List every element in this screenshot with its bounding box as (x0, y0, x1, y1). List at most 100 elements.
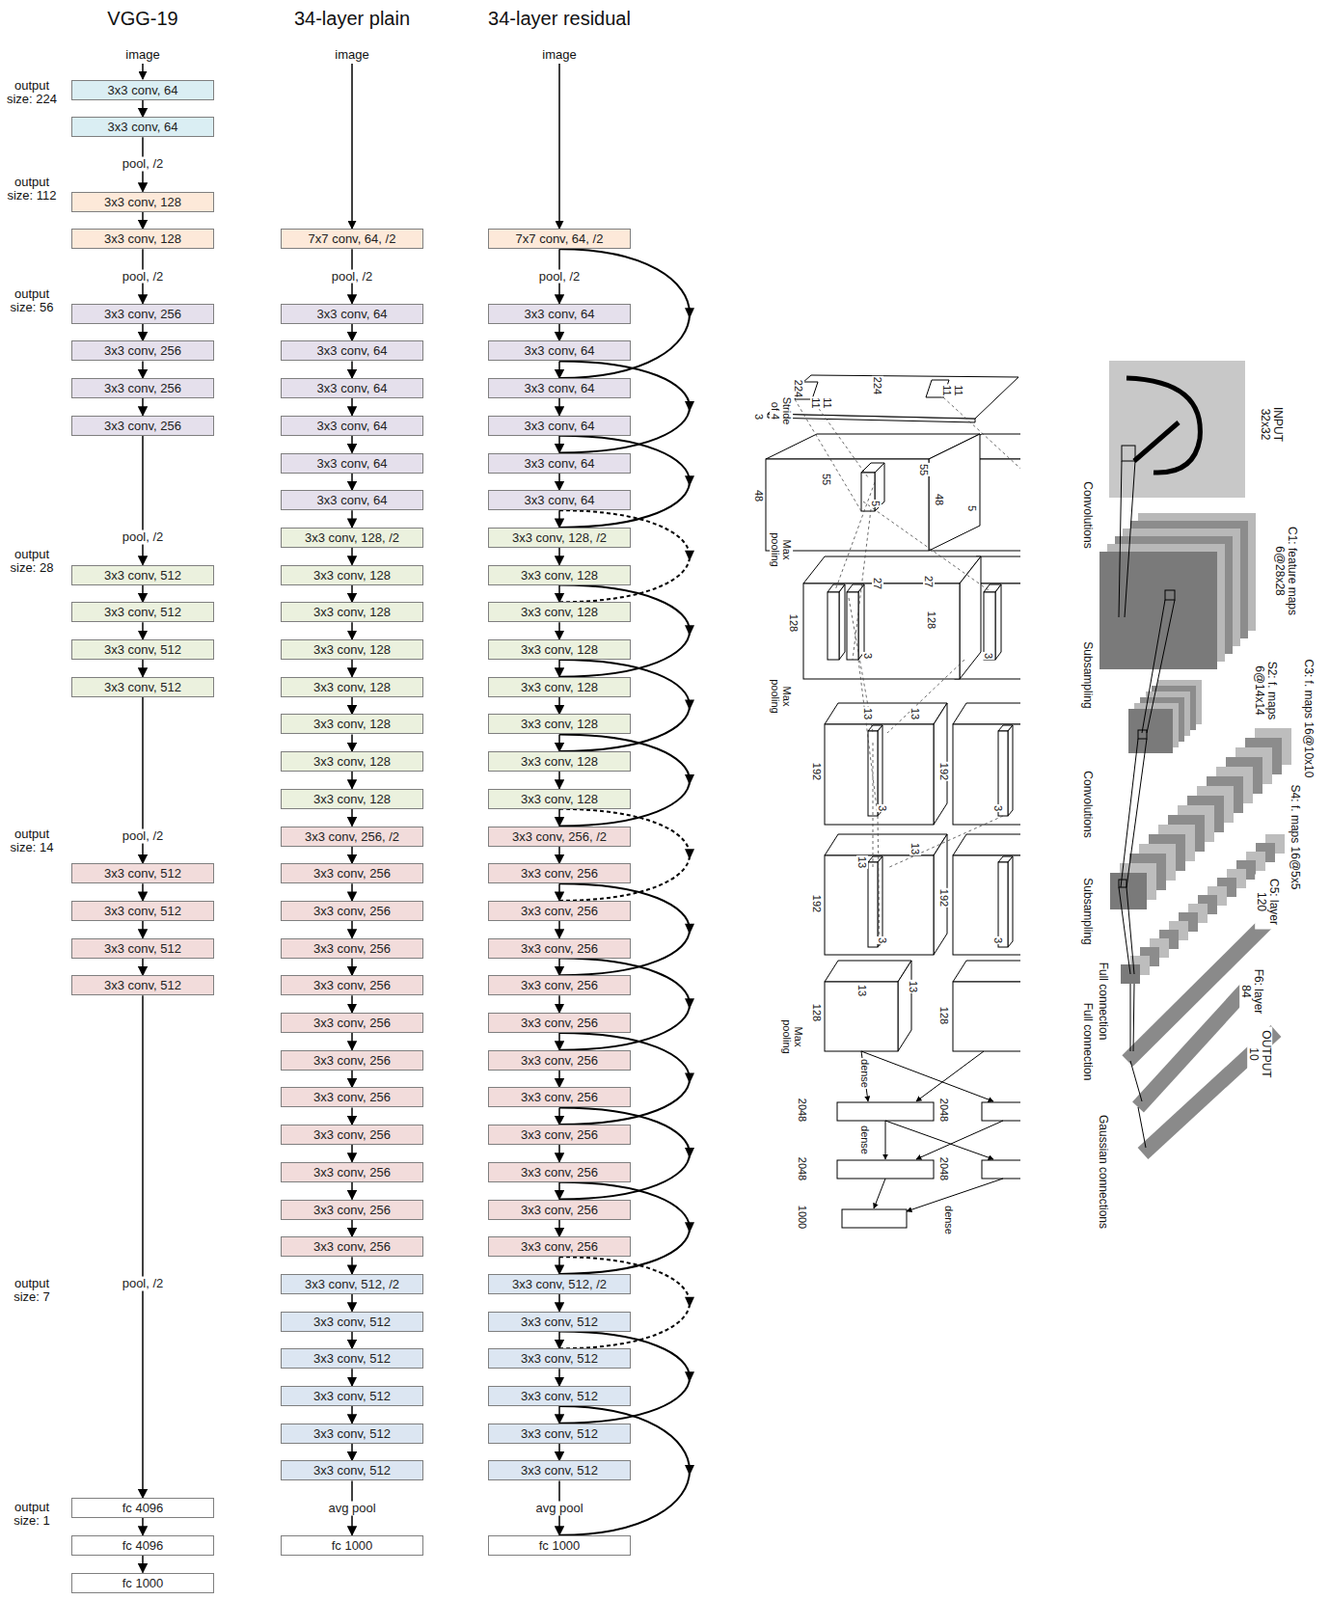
connector (559, 883, 695, 976)
connector (352, 659, 353, 678)
figure-label: S4: f. maps 16@5x5 (1287, 784, 1301, 892)
layer-box: 3x3 conv, 512, /2 (280, 1274, 424, 1295)
cuboid-top (803, 556, 981, 584)
layer-label: 3x3 conv, 512 (104, 941, 182, 956)
figure-label: OUTPUT 10 (1247, 1027, 1273, 1083)
layer-label: 3x3 conv, 64 (317, 492, 388, 508)
layer-label: 3x3 conv, 512 (104, 679, 182, 695)
dense-link (861, 1051, 994, 1102)
layer-box: 3x3 conv, 512, /2 (488, 1274, 631, 1295)
figure-label: 13 (909, 841, 922, 856)
connector (559, 1256, 561, 1275)
layer-box: 3x3 conv, 512 (71, 938, 215, 959)
connector (352, 958, 353, 977)
layer-box: 3x3 conv, 512 (71, 565, 215, 586)
arrow-head (684, 998, 695, 1009)
flow-arrow (558, 1032, 561, 1051)
layer-label: 3x3 conv, 512 (104, 642, 182, 657)
flow-arrow (141, 958, 144, 977)
dashed-link (872, 742, 874, 869)
connector (559, 809, 695, 901)
connector (352, 1032, 353, 1051)
layer-band (1138, 984, 1250, 1108)
figure-label: 3 (982, 651, 995, 660)
figure-label: 13 (909, 706, 922, 721)
layer-label: 3x3 conv, 256 (313, 903, 391, 919)
layer-box: 3x3 conv, 128 (488, 713, 631, 734)
layer-box: fc 1000 (488, 1535, 631, 1556)
figure-label: 224 (871, 376, 884, 396)
layer-box: 3x3 conv, 256 (71, 303, 215, 325)
pooling-label: pool, /2 (119, 530, 167, 545)
connection-line (1130, 1060, 1142, 1102)
connector (559, 622, 561, 640)
layer-label: 3x3 conv, 256 (313, 866, 391, 881)
connector (352, 883, 353, 901)
layer-label: 3x3 conv, 64 (317, 343, 388, 358)
connector (559, 1406, 561, 1424)
figure-label: 5 (869, 499, 882, 508)
shortcut-connection (559, 659, 690, 752)
input-glyph (1126, 378, 1200, 473)
layer-label: 3x3 conv, 512 (104, 568, 182, 583)
connector (142, 883, 144, 901)
connector (352, 809, 353, 827)
flow-arrow (141, 435, 144, 566)
connection-line (1146, 599, 1175, 733)
layer-label: 3x3 conv, 64 (524, 306, 596, 322)
shortcut-connection (559, 360, 690, 453)
shortcut-connection (559, 883, 690, 976)
layer-box: 3x3 conv, 128 (488, 601, 631, 623)
layer-label: 3x3 conv, 64 (524, 418, 596, 434)
layer-box: 3x3 conv, 64 (280, 378, 424, 399)
flow-arrow (141, 398, 144, 416)
connection-line (1126, 738, 1147, 888)
connector (142, 324, 144, 342)
shortcut-connection (559, 1182, 690, 1275)
input-image (1109, 360, 1246, 498)
column-title: 34-layer residual (487, 7, 632, 29)
connector (559, 1368, 561, 1386)
flow-arrow (558, 622, 561, 640)
layer-label: 3x3 conv, 64 (524, 456, 596, 471)
flow-arrow (558, 398, 561, 416)
layer-box: 3x3 conv, 256 (488, 975, 631, 996)
layer-box: 3x3 conv, 128 (488, 639, 631, 660)
connection-line (1118, 461, 1122, 618)
flow-arrow (558, 585, 561, 603)
flow-arrow (558, 435, 561, 454)
side-label: output size: 1 (0, 1500, 63, 1529)
figure-label: 55 (918, 462, 930, 477)
cuboid-side (959, 556, 981, 679)
layer-box: 3x3 conv, 256 (71, 340, 215, 361)
dashed-link (852, 509, 871, 660)
layer-box: 3x3 conv, 128, /2 (280, 527, 424, 548)
side-label: image (333, 48, 370, 62)
shortcut-connection (559, 510, 690, 602)
layer-label: 3x3 conv, 128 (313, 716, 391, 732)
figure-label: 3 (876, 804, 889, 813)
layer-box: 3x3 conv, 512 (280, 1423, 424, 1444)
figure-label: Gaussian connections (1095, 1113, 1109, 1230)
shortcut-connection (559, 1107, 690, 1199)
layer-box: 3x3 conv, 128 (280, 788, 424, 810)
connector (352, 622, 353, 640)
dense-link (885, 1120, 994, 1160)
connector (559, 1331, 695, 1424)
figure-label: 192 (938, 888, 950, 908)
dense-link (916, 1120, 1004, 1160)
arrow-head (684, 550, 695, 562)
connector (142, 360, 144, 379)
figure-label: dense (943, 1204, 955, 1236)
figure-label: 48 (753, 488, 765, 503)
connector (352, 1070, 353, 1088)
arrow-head (684, 1297, 695, 1308)
layer-label: 3x3 conv, 512 (520, 1463, 598, 1478)
flow-arrow (351, 1107, 353, 1125)
connector (352, 733, 353, 752)
figure-label: 224 (792, 379, 805, 399)
layer-label: 3x3 conv, 256 (520, 1239, 598, 1254)
layer-label: 3x3 conv, 128 (520, 679, 598, 695)
receptive-field (1165, 590, 1175, 600)
arrow-head (684, 1221, 695, 1233)
